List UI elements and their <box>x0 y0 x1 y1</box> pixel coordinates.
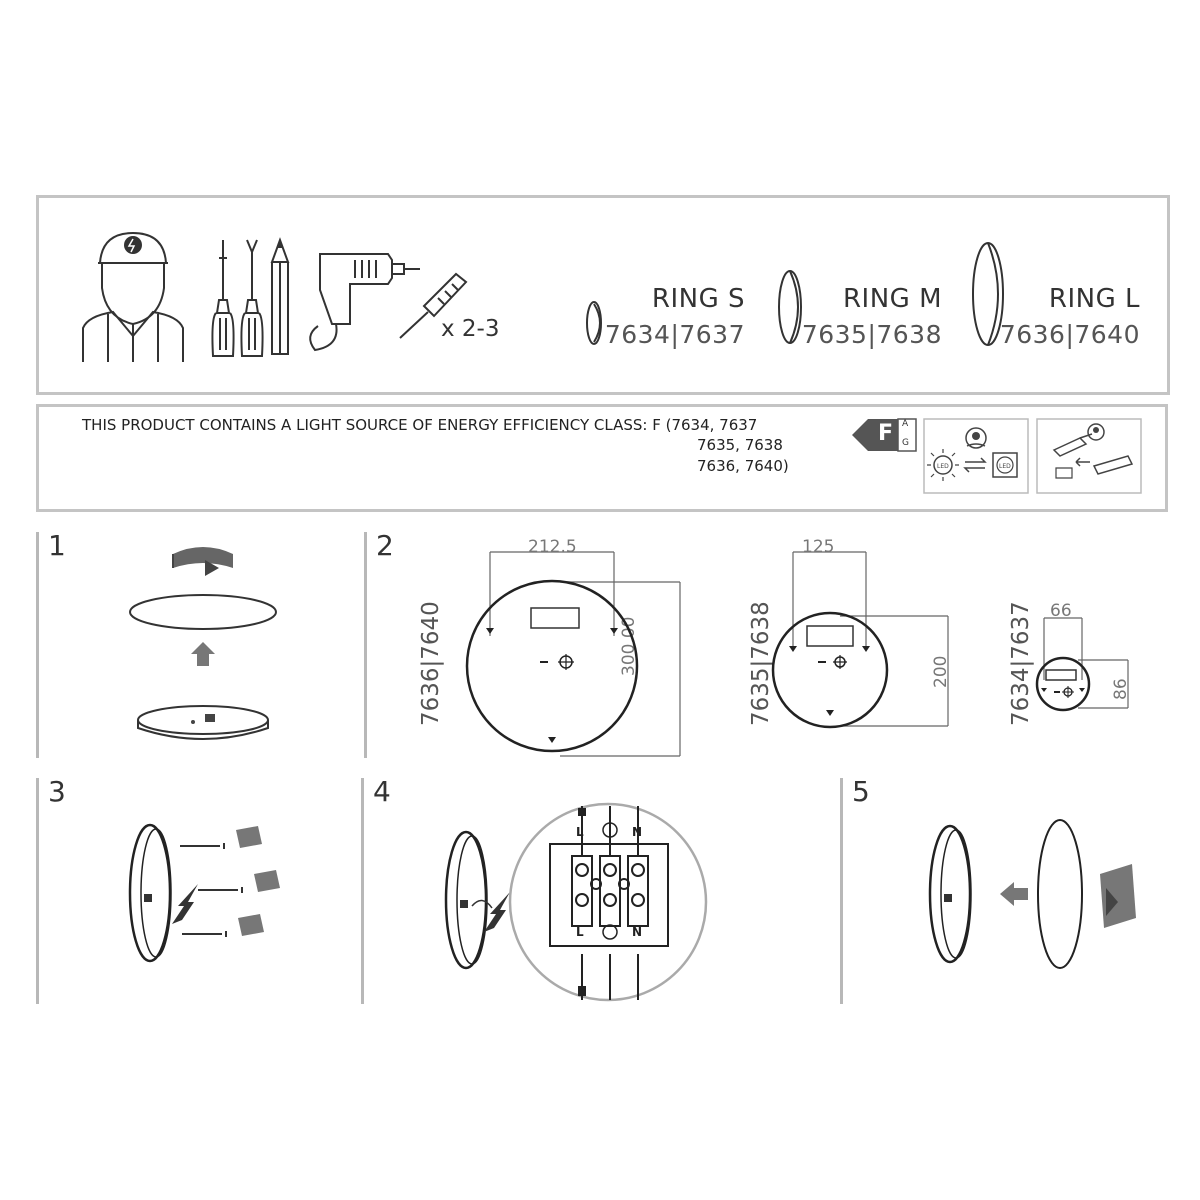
ring-l-name: RING L <box>1048 284 1140 314</box>
ring-l-icon <box>972 242 1004 346</box>
step-5-cover-diagram <box>928 819 1136 969</box>
energy-models-line3: 7636, 7640) <box>697 457 789 475</box>
electrician-icon <box>82 231 184 362</box>
replaceable-light-source-icon: LED LED <box>923 418 1029 494</box>
dimension-diagram-large: 212.5 300.00 7636|7640 <box>418 537 681 757</box>
step-3-number: 3 <box>48 775 66 808</box>
terminal-bottom-L: L <box>576 925 584 939</box>
large-width-label: 212.5 <box>528 537 577 557</box>
terminal-top-L: L <box>576 825 584 839</box>
led-label-left: LED <box>937 463 949 470</box>
step-4-wiring-diagram: L N L N <box>444 802 708 1002</box>
step-5-divider <box>840 778 843 1004</box>
step-4-number: 4 <box>373 775 391 808</box>
terminal-bottom-N: N <box>632 925 642 939</box>
medium-width-label: 125 <box>802 537 834 557</box>
screw-rotate-icons <box>236 826 280 936</box>
drill-icon <box>309 253 420 352</box>
step-1-divider <box>36 532 39 758</box>
energy-statement: THIS PRODUCT CONTAINS A LIGHT SOURCE OF … <box>82 416 758 434</box>
energy-class-letter: F <box>878 421 894 446</box>
step-1-number: 1 <box>48 529 66 562</box>
energy-scale-bottom: G <box>902 438 909 448</box>
rotate-arrow-icon <box>1100 864 1136 928</box>
energy-panel <box>36 404 1168 512</box>
screwdriver-icon <box>240 239 264 357</box>
ring-m-icon <box>778 270 802 344</box>
small-model-label: 7634|7637 <box>1008 601 1034 726</box>
ring-m-model-codes: 7635|7638 <box>801 320 942 349</box>
anchor-count: x 2-3 <box>441 316 500 342</box>
terminal-top-N: N <box>632 825 642 839</box>
electricity-icon <box>484 892 510 932</box>
small-width-label: 66 <box>1050 601 1072 621</box>
cover-disc <box>129 594 277 630</box>
medium-model-label: 7635|7638 <box>748 601 774 726</box>
step-2-divider <box>364 532 367 758</box>
terminal-zoom-circle <box>508 802 708 1002</box>
step-1-disassembly-diagram <box>129 547 277 740</box>
ring-s-icon <box>586 301 602 345</box>
small-height-label: 86 <box>1111 678 1131 700</box>
step-3-mounting-diagram <box>128 823 280 963</box>
ring-l-model-codes: 7636|7640 <box>999 320 1140 349</box>
rotate-arrow-icon <box>172 547 233 576</box>
pencil-icon <box>270 237 290 355</box>
step-3-divider <box>36 778 39 1004</box>
large-model-label: 7636|7640 <box>418 601 444 726</box>
energy-class-label <box>852 418 917 452</box>
medium-height-label: 200 <box>931 656 951 688</box>
led-label-right: LED <box>999 463 1011 470</box>
tools-panel <box>36 195 1170 395</box>
step-2-number: 2 <box>376 529 394 562</box>
dimension-diagram-small: 66 86 7634|7637 <box>1008 601 1131 726</box>
electricity-icon <box>172 884 198 924</box>
dimension-diagram-medium: 125 200 7635|7638 <box>748 537 951 729</box>
ring-s-name: RING S <box>651 284 745 314</box>
step-5-number: 5 <box>852 775 870 808</box>
wall-anchor-icon <box>399 272 468 339</box>
large-height-label: 300.00 <box>619 617 639 676</box>
step-4-divider <box>361 778 364 1004</box>
professional-replacement-icon <box>1036 418 1142 494</box>
ring-s-model-codes: 7634|7637 <box>604 320 745 349</box>
ring-m-name: RING M <box>842 284 942 314</box>
energy-models-line2: 7635, 7638 <box>697 436 783 454</box>
screwdriver-icon <box>211 240 235 357</box>
up-arrow-icon <box>191 642 215 666</box>
left-arrow-icon <box>1000 882 1028 906</box>
energy-scale-top: A <box>902 419 909 429</box>
